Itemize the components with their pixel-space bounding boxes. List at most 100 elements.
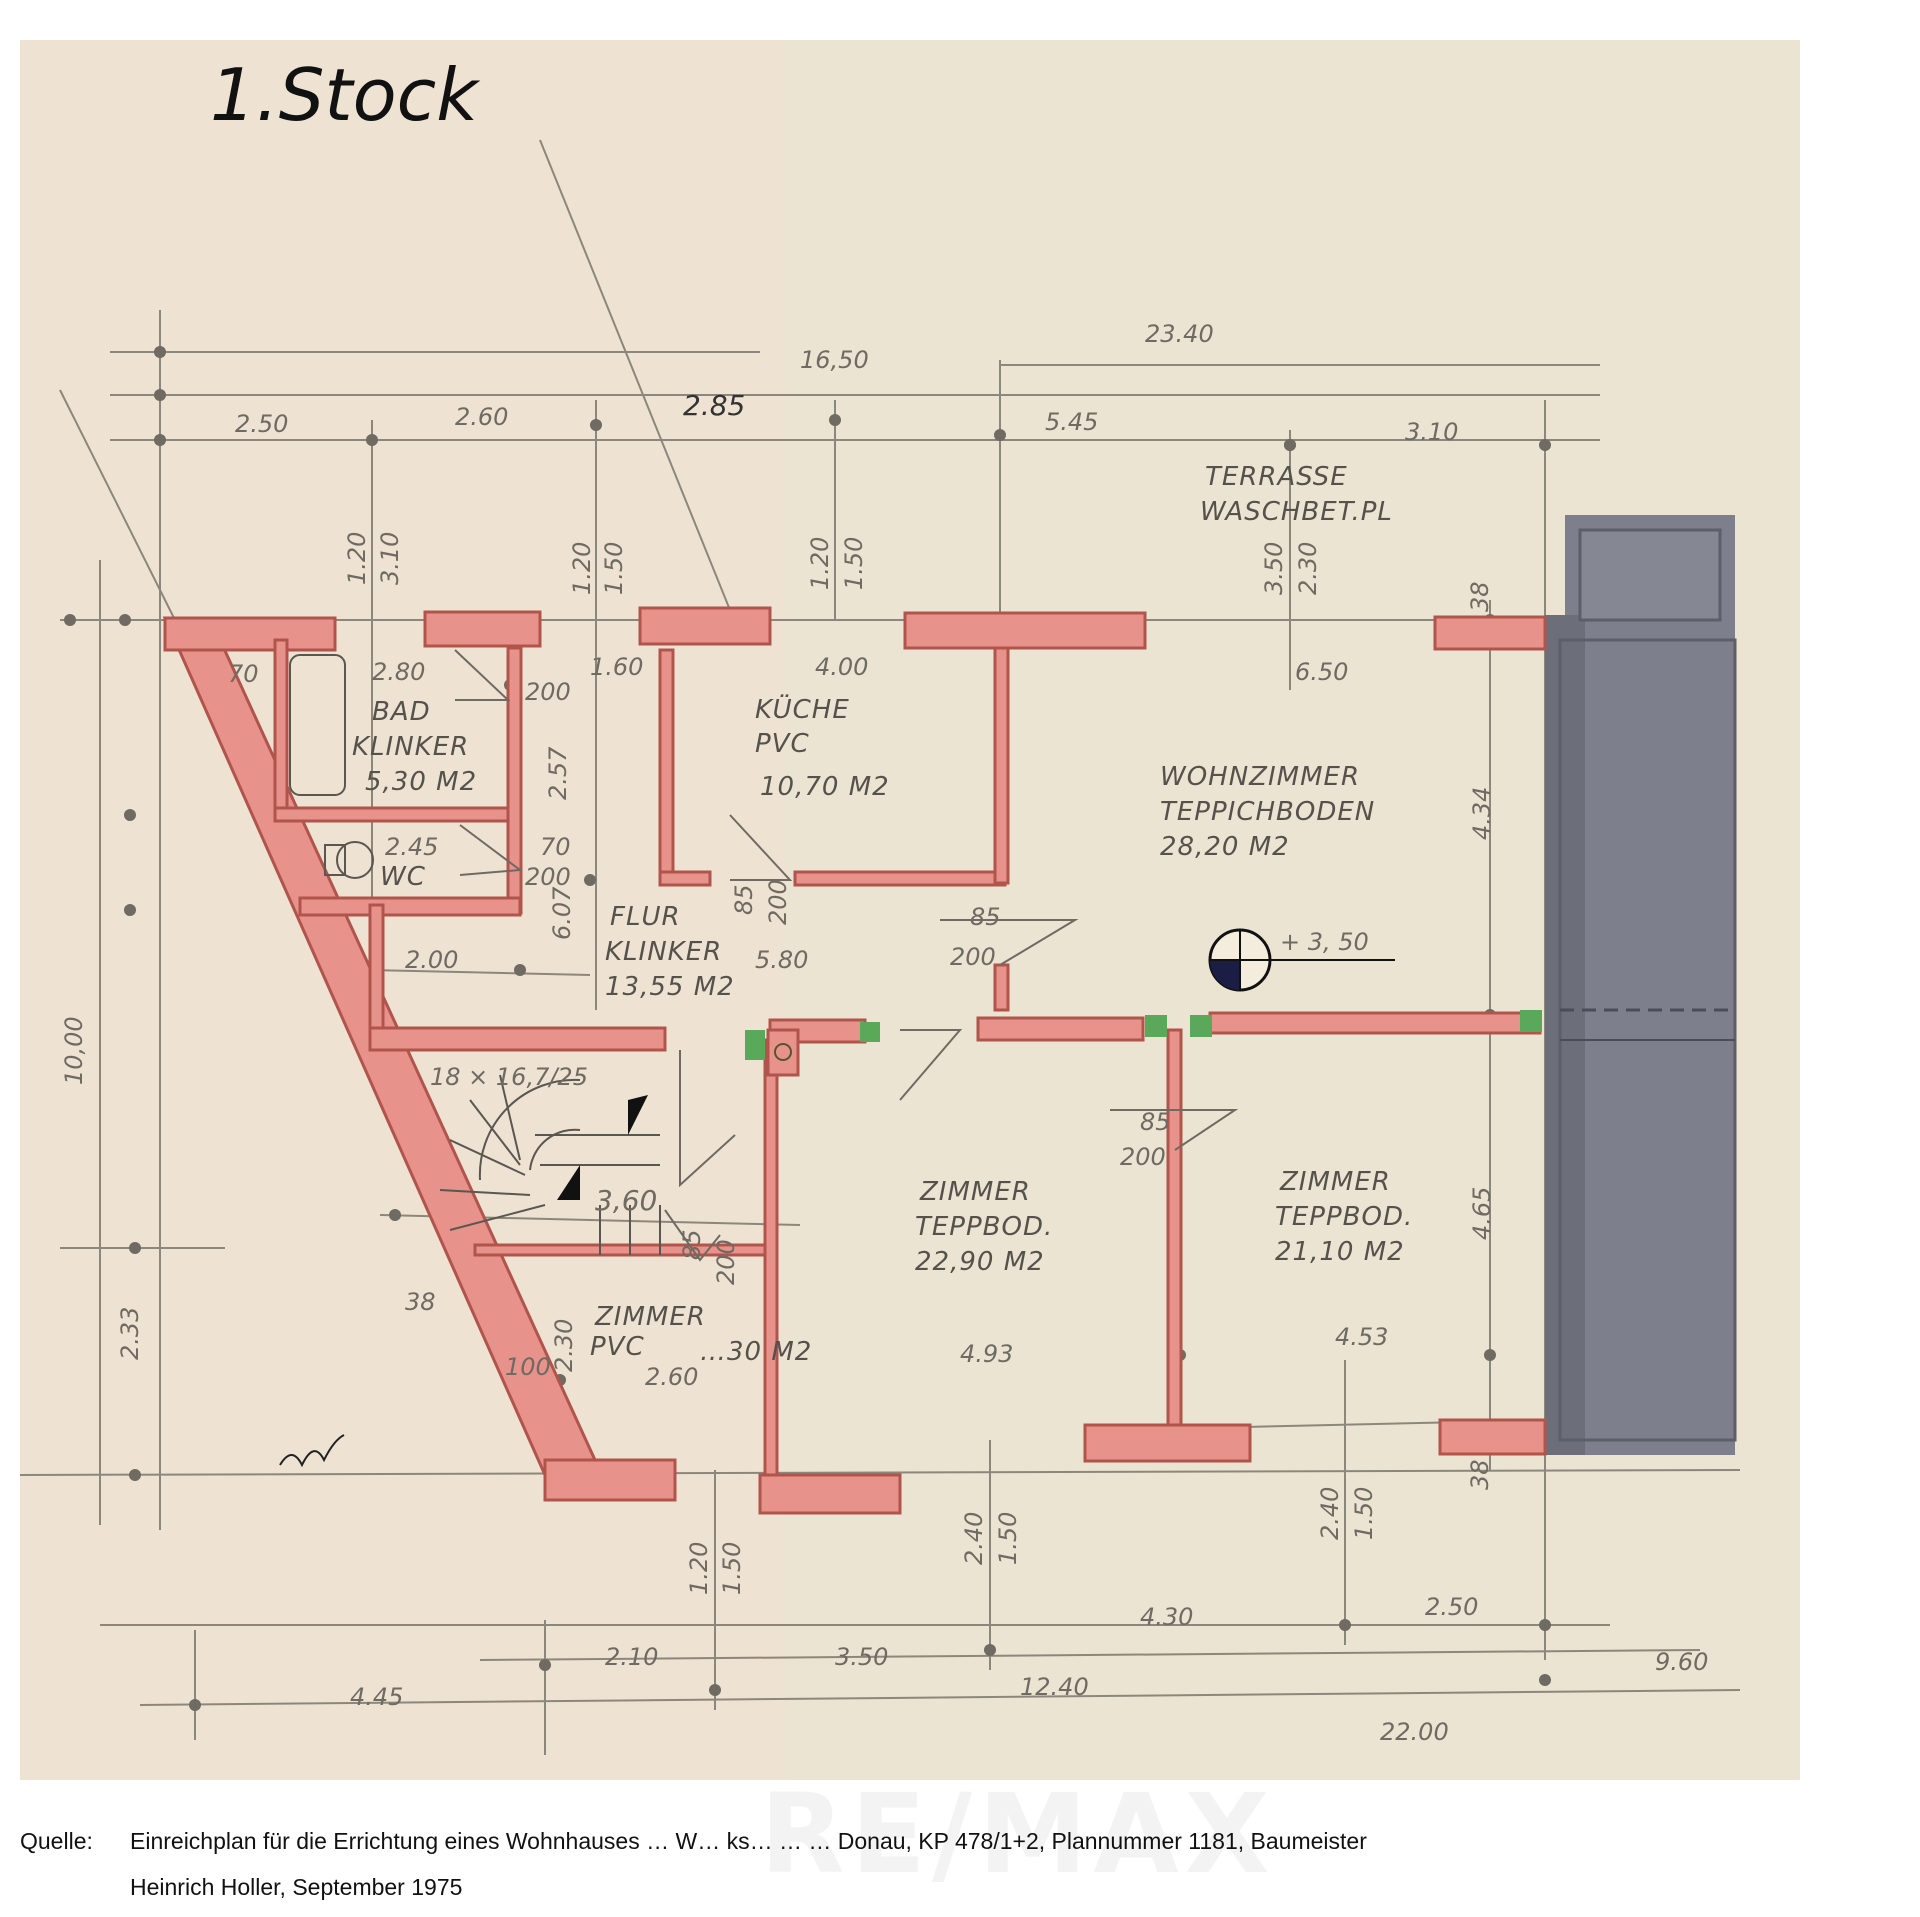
dim-bottom: 22.00 [1380, 1718, 1449, 1746]
room-zimmer1-area: 22,90 M2 [915, 1247, 1045, 1277]
dim-vertical: 1.50 [600, 542, 628, 595]
dim-room: 4.00 [815, 653, 868, 681]
dim-vertical: 1.50 [1350, 1487, 1378, 1540]
dim-door: 2.30 [550, 1319, 578, 1372]
dim-door: 85 [1140, 1108, 1171, 1136]
dim-room: 2.60 [645, 1363, 698, 1391]
dim-vertical: 1.20 [568, 542, 596, 595]
dim-room: 4.34 [1468, 787, 1496, 840]
dim-vertical: 1.20 [806, 537, 834, 590]
caption-label: Quelle: [20, 1828, 93, 1854]
dim-top: 2.60 [455, 403, 508, 431]
dim-vertical: 10,00 [60, 1016, 88, 1085]
room-wohnzimmer-area: 28,20 M2 [1160, 832, 1290, 862]
pencil-squiggle [279, 1434, 345, 1468]
dim-bottom: 2.10 [605, 1643, 658, 1671]
room-zimmer3-material: PVC [590, 1332, 645, 1362]
room-zimmer3-area: …30 M2 [700, 1337, 812, 1367]
plan-title: 1.Stock [210, 53, 481, 137]
dim-vertical: 2.40 [1316, 1487, 1344, 1540]
door-marks [745, 1010, 1542, 1060]
level-value: + 3, 50 [1280, 928, 1369, 956]
dim-room: 4.65 [1468, 1187, 1496, 1240]
chimney [766, 1028, 800, 1077]
staircase [439, 1074, 661, 1255]
level-marker-icon [1208, 928, 1395, 992]
dim-bottom: 9.60 [1655, 1648, 1708, 1676]
dim-top: 5.45 [1045, 408, 1098, 436]
room-bad-material: KLINKER [352, 732, 469, 762]
walls [162, 606, 1547, 1515]
room-zimmer2-material: TEPPBOD. [1275, 1202, 1413, 1232]
dim-vertical: 1.50 [840, 537, 868, 590]
dim-door: 200 [525, 678, 571, 706]
stair-arrow-icon [628, 1095, 648, 1135]
dim-door: 200 [1120, 1143, 1166, 1171]
fixtures [289, 654, 374, 879]
dim-bottom: 2.50 [1425, 1593, 1478, 1621]
dim-vertical: 1.20 [343, 532, 371, 585]
dim-vertical: 3.10 [376, 532, 404, 585]
dim-door: 70 [540, 833, 571, 861]
room-terrasse-name: TERRASSE [1205, 462, 1348, 492]
dim-vertical: 3.50 [1260, 542, 1288, 595]
room-zimmer3-name: ZIMMER [594, 1302, 706, 1332]
dim-door: 200 [525, 863, 571, 891]
dim-door: 200 [950, 943, 996, 971]
caption-line-1: Einreichplan für die Errichtung eines Wo… [130, 1828, 1367, 1854]
stair-label: 3,60 [595, 1184, 657, 1217]
room-wc-name: WC [380, 862, 426, 892]
dim-room: 2.00 [405, 946, 458, 974]
dim-room: 1.60 [590, 653, 643, 681]
dim-vertical: 2.40 [960, 1512, 988, 1565]
dim-door: 200 [712, 1239, 740, 1285]
dim-bottom: 3.50 [835, 1643, 888, 1671]
dim-door: 38 [1466, 1459, 1494, 1490]
dim-room: 2.45 [385, 833, 438, 861]
dim-door: 38 [1466, 581, 1494, 612]
door-openings [454, 649, 1239, 1262]
dim-bottom: 4.45 [350, 1683, 403, 1711]
room-bad-name: BAD [372, 697, 431, 727]
dim-door: 85 [730, 884, 758, 915]
room-kueche-area: 10,70 M2 [760, 772, 890, 802]
dim-vertical: 2.30 [1294, 542, 1322, 595]
room-zimmer1-name: ZIMMER [919, 1177, 1031, 1207]
neighbor-building [1545, 515, 1737, 1455]
room-kueche-material: PVC [755, 729, 810, 759]
stair-spec: 18 × 16,7/25 [430, 1063, 588, 1091]
room-flur-material: KLINKER [605, 937, 722, 967]
dim-door: 6.07 [548, 886, 576, 940]
room-flur-area: 13,55 M2 [605, 972, 735, 1002]
watermark-logo: RE/MAX [760, 1770, 1276, 1898]
room-zimmer2-name: ZIMMER [1279, 1167, 1391, 1197]
dim-top: 2.50 [235, 410, 288, 438]
caption-line-2: Heinrich Holler, September 1975 [130, 1874, 463, 1900]
dim-room: 5.80 [755, 946, 808, 974]
dim-door: 2.57 [544, 746, 572, 800]
dim-door: 85 [678, 1229, 706, 1260]
dim-door: 38 [405, 1288, 436, 1316]
dim-bottom: 12.40 [1020, 1673, 1089, 1701]
dim-door: 200 [764, 879, 792, 925]
dim-room: 6.50 [1295, 658, 1348, 686]
dim-room: 4.53 [1335, 1323, 1388, 1351]
dim-bottom: 4.30 [1140, 1603, 1193, 1631]
stair-arrow-icon [557, 1165, 580, 1200]
dim-door: 85 [970, 903, 1001, 931]
room-zimmer1-material: TEPPBOD. [915, 1212, 1053, 1242]
room-wohnzimmer-material: TEPPICHBODEN [1160, 797, 1375, 827]
dim-door: 70 [228, 660, 259, 688]
room-bad-area: 5,30 M2 [365, 767, 477, 797]
dim-vertical: 1.50 [718, 1542, 746, 1595]
room-terrasse-material: WASCHBET.PL [1200, 497, 1393, 527]
dim-top: 23.40 [1145, 320, 1214, 348]
room-wohnzimmer-name: WOHNZIMMER [1160, 762, 1360, 792]
dim-top: 16,50 [800, 346, 869, 374]
dim-top: 3.10 [1405, 418, 1458, 446]
room-zimmer2-area: 21,10 M2 [1275, 1237, 1405, 1267]
dim-vertical: 1.50 [994, 1512, 1022, 1565]
dim-room: 2.80 [372, 658, 425, 686]
room-kueche-name: KÜCHE [755, 693, 850, 725]
